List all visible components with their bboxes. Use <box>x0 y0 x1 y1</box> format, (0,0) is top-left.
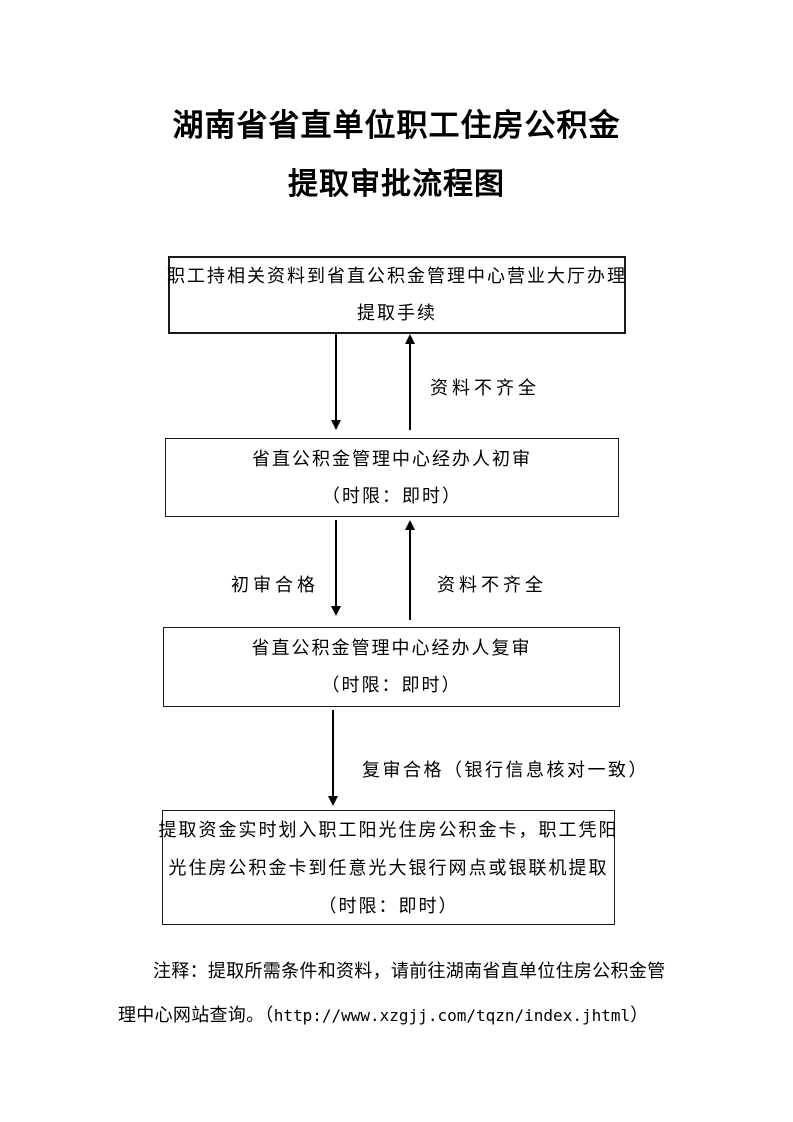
edge-label-initial-pass: 初审合格 <box>231 575 319 595</box>
footer-note-line2-suffix: ） <box>630 1005 649 1025</box>
flow-step-3-line1: 省直公积金管理中心经办人复审 <box>251 638 532 658</box>
arrow-line-step3-to-step4 <box>332 710 334 797</box>
flow-step-4-line3: （时限：即时） <box>318 895 459 916</box>
flow-step-1-box: 职工持相关资料到省直公积金管理中心营业大厅办理 提取手续 <box>167 256 627 334</box>
flow-step-2-line2: （时限：即时） <box>322 485 462 506</box>
flow-step-2-box: 省直公积金管理中心经办人初审 （时限：即时） <box>165 438 619 517</box>
flow-step-1-line1: 职工持相关资料到省直公积金管理中心营业大厅办理 <box>167 266 627 286</box>
arrowhead-up-icon <box>405 520 415 530</box>
footer-note-url: http://www.xzgjj.com/tqzn/index.jhtml <box>273 1006 631 1025</box>
flow-step-4-line1: 提取资金实时划入职工阳光住房公积金卡，职工凭阳 <box>158 819 619 840</box>
arrow-line-step3-back-to-step2 <box>409 530 411 620</box>
arrowhead-down-icon <box>331 420 341 430</box>
arrowhead-down-icon <box>331 606 341 616</box>
arrow-line-step1-to-step2 <box>335 334 337 421</box>
flow-step-4-line2: 光住房公积金卡到任意光大银行网点或银联机提取 <box>168 857 609 878</box>
footer-note-line2: 理中心网站查询。（http://www.xzgjj.com/tqzn/index… <box>118 1000 648 1031</box>
arrow-line-step2-back-to-step1 <box>409 344 411 430</box>
edge-label-review-pass: 复审合格（银行信息核对一致） <box>362 760 649 780</box>
arrowhead-down-icon <box>328 796 338 806</box>
flow-step-4-box: 提取资金实时划入职工阳光住房公积金卡，职工凭阳 光住房公积金卡到任意光大银行网点… <box>159 810 617 925</box>
flow-step-2-line1: 省直公积金管理中心经办人初审 <box>252 448 532 469</box>
page-title-line2: 提取审批流程图 <box>288 168 505 201</box>
footer-note-line2-prefix: 理中心网站查询。（ <box>118 1005 274 1025</box>
flow-step-1-line2: 提取手续 <box>357 303 437 323</box>
footer-note-line1: 注释：提取所需条件和资料，请前往湖南省直单位住房公积金管 <box>153 961 666 981</box>
page-title-line1: 湖南省省直单位职工住房公积金 <box>172 108 621 143</box>
arrowhead-up-icon <box>405 334 415 344</box>
flow-step-3-box: 省直公积金管理中心经办人复审 （时限：即时） <box>163 627 620 707</box>
flow-step-3-line2: （时限：即时） <box>321 675 462 695</box>
edge-label-materials-incomplete-1: 资料不齐全 <box>430 378 540 398</box>
arrow-line-step2-to-step3 <box>335 520 337 607</box>
edge-label-materials-incomplete-2: 资料不齐全 <box>437 575 547 595</box>
